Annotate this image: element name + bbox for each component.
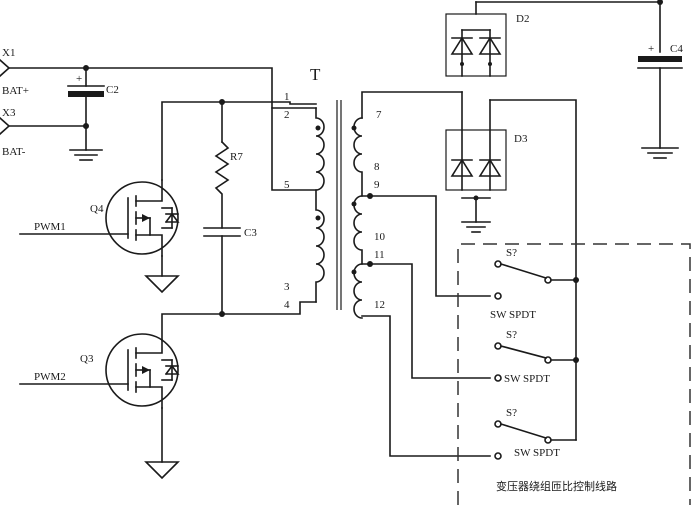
terminal-x1 <box>0 58 11 78</box>
terminal-x3 <box>0 116 11 136</box>
label-d3: D3 <box>514 133 528 145</box>
svg-text:+: + <box>648 43 654 55</box>
pin-5-label: 5 <box>284 179 290 191</box>
mosfet-q4 <box>19 179 180 277</box>
control-block-caption: 变压器绕组匝比控制线路 <box>496 479 617 493</box>
primary-top-wire <box>161 99 317 181</box>
mosfet-q3 <box>19 333 180 463</box>
pin-10-label: 10 <box>374 231 386 243</box>
ground-symbol-c4 <box>641 147 679 159</box>
label-pwm1: PWM1 <box>34 221 66 233</box>
secondary-tap12-wire <box>361 315 491 457</box>
pin-9-label: 9 <box>374 179 380 191</box>
capacitor-c4: + <box>637 43 683 149</box>
label-switch-1-ref: S? <box>506 247 517 259</box>
pin-7-label: 7 <box>376 109 382 121</box>
secondary-tap11-wire <box>361 261 491 379</box>
pin-12-label: 12 <box>374 299 385 311</box>
ground-symbol-q3 <box>144 461 180 480</box>
primary-bottom-wire <box>161 301 317 341</box>
svg-text:+: + <box>76 73 82 85</box>
label-d2: D2 <box>516 13 529 25</box>
resistor-r7 <box>214 140 230 229</box>
pin-11-label: 11 <box>374 249 385 261</box>
label-switch-2-type: SW SPDT <box>504 373 550 385</box>
ground-symbol-c2 <box>69 149 103 161</box>
secondary-tap9-wire <box>361 193 491 297</box>
label-c3: C3 <box>244 227 257 239</box>
label-q4: Q4 <box>90 203 104 215</box>
control-block-outline <box>457 243 691 505</box>
label-pwm2: PWM2 <box>34 371 66 383</box>
label-switch-1-type: SW SPDT <box>490 309 536 321</box>
ground-symbol-d3 <box>461 221 491 233</box>
ground-symbol-q4 <box>144 275 180 294</box>
label-c4: C4 <box>670 43 683 55</box>
output-rail-wire <box>475 0 663 441</box>
secondary-top-wire <box>361 91 463 119</box>
label-switch-3-ref: S? <box>506 407 517 419</box>
label-c2: C2 <box>106 84 119 96</box>
pin-1-label: 1 <box>284 91 290 103</box>
switch-1 <box>494 260 579 300</box>
switch-3 <box>494 420 577 460</box>
label-bat-plus: BAT+ <box>2 85 29 97</box>
pin-4-label: 4 <box>284 299 290 311</box>
label-x1: X1 <box>2 47 15 59</box>
label-switch-3-type: SW SPDT <box>514 447 560 459</box>
label-switch-2-ref: S? <box>506 329 517 341</box>
pin-8-label: 8 <box>374 161 380 173</box>
pin-3-label: 3 <box>284 281 290 293</box>
bat-minus-wire <box>8 123 89 129</box>
label-x3: X3 <box>2 107 16 119</box>
diode-bridge-d2 <box>445 1 507 77</box>
diode-bridge-d3 <box>445 91 507 223</box>
label-q3: Q3 <box>80 353 94 365</box>
capacitor-c3 <box>203 227 241 317</box>
label-r7: R7 <box>230 151 243 163</box>
pin-2-label: 2 <box>284 109 290 121</box>
transformer-t <box>315 100 363 319</box>
center-tap-wire <box>271 107 317 191</box>
label-bat-minus: BAT- <box>2 146 26 158</box>
label-t: T <box>310 65 321 84</box>
switch-2 <box>494 342 579 382</box>
bat-plus-wire <box>8 65 317 109</box>
